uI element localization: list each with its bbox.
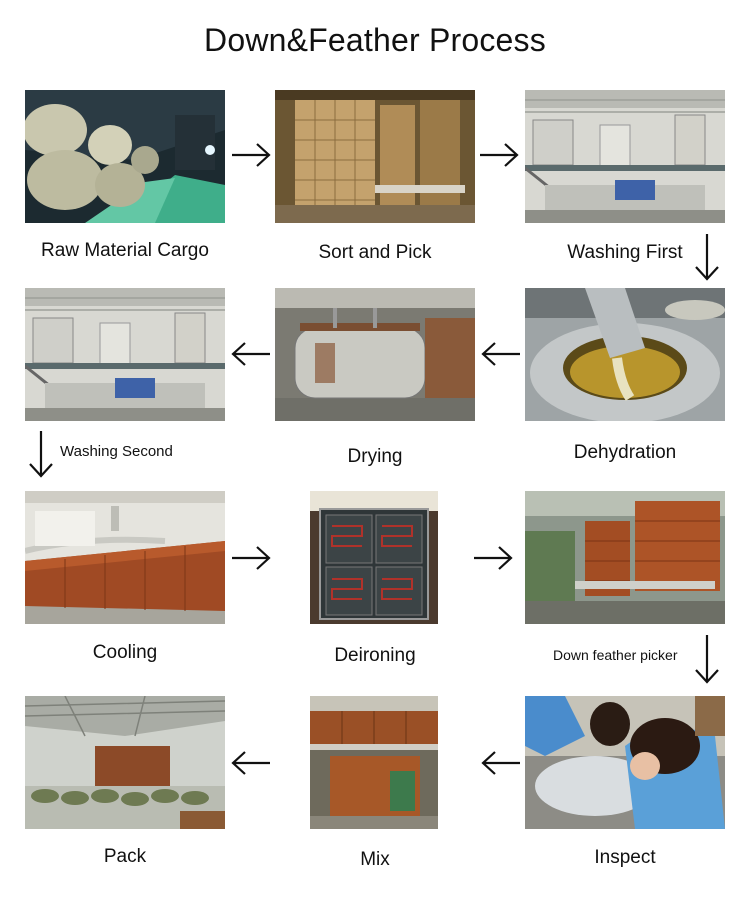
- photo-washing-second: [25, 288, 225, 421]
- step-label-deironing: Deironing: [334, 645, 416, 666]
- photo-pack: [25, 696, 225, 829]
- arrow-down-icon: [28, 430, 54, 478]
- step-label-cooling: Cooling: [92, 642, 158, 663]
- arrow-left-icon: [481, 750, 521, 776]
- arrow-left-icon: [231, 341, 271, 367]
- arrow-left-icon: [231, 750, 271, 776]
- step-label-inspect: Inspect: [594, 847, 656, 868]
- arrow-left-icon: [481, 341, 521, 367]
- step-label-pack: Pack: [103, 846, 147, 867]
- step-label-mix: Mix: [360, 849, 390, 870]
- arrow-right-icon: [231, 142, 271, 168]
- step-label-down-feather-picker: Down feather picker: [553, 647, 678, 663]
- arrow-down-icon: [694, 233, 720, 281]
- photo-mix: [310, 696, 438, 829]
- photo-cooling: [25, 491, 225, 624]
- photo-drying: [275, 288, 475, 421]
- photo-dehydration: [525, 288, 725, 421]
- photo-inspect: [525, 696, 725, 829]
- step-label-washing-first: Washing First: [567, 242, 683, 263]
- step-label-sort-and-pick: Sort and Pick: [318, 242, 432, 263]
- photo-sort-and-pick: [275, 90, 475, 223]
- step-label-dehydration: Dehydration: [573, 442, 677, 463]
- arrow-right-icon: [231, 545, 271, 571]
- step-label-drying: Drying: [347, 446, 403, 467]
- arrow-right-icon: [479, 142, 519, 168]
- photo-down-feather-picker: [525, 491, 725, 624]
- arrow-down-icon: [694, 634, 720, 684]
- step-label-raw-material-cargo: Raw Material Cargo: [41, 240, 209, 261]
- arrow-right-icon: [473, 545, 513, 571]
- photo-deironing: [310, 491, 438, 624]
- diagram-title: Down&Feather Process: [204, 22, 546, 58]
- photo-washing-first: [525, 90, 725, 223]
- photo-raw-material-cargo: [25, 90, 225, 223]
- step-label-washing-second: Washing Second: [60, 443, 173, 460]
